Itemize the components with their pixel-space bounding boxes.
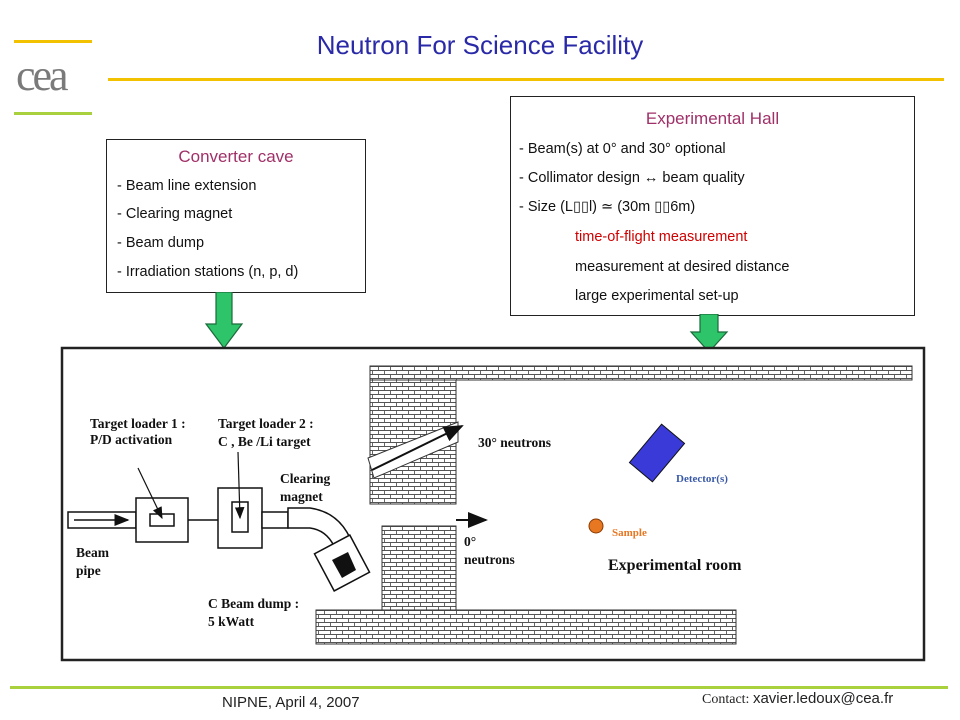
experimental-room-label: Experimental room (608, 557, 742, 574)
contact-email[interactable]: xavier.ledoux@cea.fr (752, 690, 894, 707)
converter-item: - Beam line extension (117, 178, 257, 194)
target-loader-1-label: Target loader 1 : (90, 416, 186, 431)
footer-rule (10, 686, 948, 689)
logo-top-rule (14, 40, 92, 43)
experimental-hall-box: Experimental Hall - Beam(s) at 0° and 30… (510, 96, 915, 316)
logo-bottom-rule (14, 112, 92, 115)
loader-2-pointer (234, 451, 245, 520)
target-loader-2-label: Target loader 2 : (218, 416, 314, 431)
beam-dump-sub: 5 kWatt (208, 614, 255, 629)
target-loader-1-sub: P/D activation (90, 432, 173, 447)
converter-cave-box: Converter cave - Beam line extension - C… (106, 139, 366, 293)
neutrons-30-label: 30° neutrons (478, 435, 551, 450)
lower-wall (381, 525, 457, 613)
hall-indented-item: large experimental set-up (575, 288, 739, 304)
converter-down-arrow (204, 292, 244, 349)
sample-label: Sample (612, 527, 647, 539)
diagram-frame (60, 346, 926, 662)
detector (628, 423, 686, 483)
cea-logo-mark: cea (16, 51, 71, 100)
svg-text:cea: cea (16, 51, 68, 100)
title-underline (108, 78, 944, 81)
target-loader-2-sub: C , Be /Li target (218, 434, 311, 449)
converter-item: - Beam dump (117, 235, 205, 251)
facility-diagram: Target loader 1 : P/D activation Target … (60, 346, 926, 662)
clearing-magnet-label: Clearing (280, 471, 330, 486)
converter-item: - Irradiation stations (n, p, d) (117, 264, 299, 280)
neutrons-0-label: 0° (464, 534, 476, 549)
cea-logo: cea (14, 40, 94, 116)
hall-down-arrow (689, 314, 729, 353)
page-title: Neutron For Science Facility (316, 30, 644, 60)
sample (588, 518, 604, 534)
contact-label: Contact: (702, 692, 753, 707)
loader-1-pointer (137, 467, 163, 520)
neutrons-0-sub: neutrons (464, 552, 515, 567)
hall-item: - Beam(s) at 0° and 30° optional (519, 141, 726, 157)
converter-item: - Clearing magnet (117, 206, 233, 222)
hall-indented-item: measurement at desired distance (575, 259, 790, 275)
hall-indented-item: time-of-flight measurement (575, 229, 748, 245)
beam-pipe-label: Beam (76, 545, 110, 560)
top-wall (369, 365, 913, 381)
footer-contact: Contact: xavier.ledoux@cea.fr (702, 690, 893, 708)
detector-label: Detector(s) (676, 473, 728, 485)
bottom-wall (315, 609, 737, 645)
footer-date: NIPNE, April 4, 2007 (222, 694, 360, 711)
experimental-hall-heading: Experimental Hall (645, 109, 780, 128)
hall-item: - Size (L▯▯l) ≃ (30m ▯▯6m) (519, 199, 696, 215)
hall-item: - Collimator design ↔ beam quality (519, 170, 745, 186)
converter-cave-heading: Converter cave (178, 147, 294, 166)
beam-pipe-sub: pipe (76, 563, 101, 578)
clearing-magnet-sub: magnet (280, 489, 323, 504)
beam-dump-label: C Beam dump : (208, 596, 299, 611)
beam-30-arrow (371, 425, 464, 471)
